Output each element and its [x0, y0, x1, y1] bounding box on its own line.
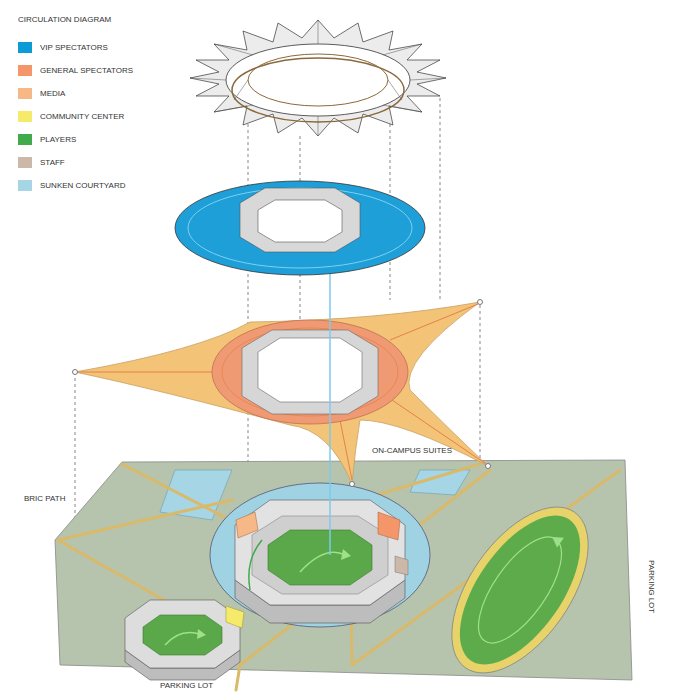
legend-swatch [18, 88, 32, 99]
roof-structure-part [190, 20, 446, 136]
vip-level-part [175, 181, 425, 275]
main-arena-part [395, 556, 408, 575]
roof-structure [190, 20, 446, 136]
legend-title: CIRCULATION DIAGRAM [18, 15, 111, 25]
vip-level-part [240, 188, 360, 252]
legend-swatch [18, 157, 32, 168]
roof-structure-part-part [318, 20, 319, 44]
roof-structure-part-part [383, 105, 422, 112]
roof-structure-part [226, 44, 410, 116]
canopy-level-part-part [78, 372, 212, 373]
roof-structure-part-part [410, 78, 446, 80]
canopy-level-part [258, 338, 362, 402]
legend-swatch [18, 42, 32, 53]
practice-arena-part [143, 615, 222, 655]
main-arena-part [378, 512, 400, 540]
canopy-level [73, 300, 491, 487]
main-arena-part [268, 530, 372, 585]
roof-structure-part-part [234, 80, 248, 100]
place-label: PARKING LOT [160, 681, 213, 691]
legend-swatch [18, 111, 32, 122]
running-track-part [463, 524, 577, 655]
legend-text: VIP SPECTATORS [40, 43, 108, 53]
canopy-level-part-part [390, 304, 478, 340]
place-label: PARKING LOT [646, 560, 656, 613]
running-track [425, 484, 616, 697]
legend-text: STAFF [40, 158, 65, 168]
practice-arena-part [125, 600, 240, 668]
vip-level-part [258, 200, 342, 242]
canopy-level-part [222, 328, 398, 416]
main-arena-part [252, 516, 388, 594]
roof-structure-part-part [214, 105, 253, 112]
place-label: ON-CAMPUS SUITES [372, 446, 452, 456]
main-arena-part [210, 483, 430, 627]
main-arena-part [341, 549, 351, 560]
practice-arena-part [165, 632, 200, 645]
roof-structure-part [248, 54, 388, 106]
roof-structure-part [190, 20, 446, 136]
canopy-level-part [73, 370, 78, 375]
campus-path-part [236, 665, 240, 690]
place-label: BRIC PATH [24, 494, 65, 504]
roof-structure-part-part [318, 116, 319, 136]
vip-level-part [329, 272, 331, 555]
campus-path-part [122, 464, 230, 520]
projection-line-part [440, 98, 441, 300]
canopy-level-part [78, 304, 486, 480]
main-arena [210, 483, 430, 627]
legend-text: MEDIA [40, 89, 65, 99]
running-track-part [436, 495, 603, 684]
practice-arena-part [197, 629, 206, 639]
main-arena-part [236, 512, 258, 538]
practice-arena-part [226, 606, 244, 628]
vip-level [175, 181, 425, 555]
legend-text: PLAYERS [40, 135, 76, 145]
canopy-level-part [212, 320, 408, 424]
canopy-level-part [486, 464, 491, 469]
roof-structure-part-part [214, 44, 253, 55]
legend-swatch [18, 65, 32, 76]
main-arena-part [235, 500, 405, 605]
running-track-part [549, 532, 564, 548]
legend-text: GENERAL SPECTATORS [40, 66, 133, 76]
campus-path [58, 464, 620, 690]
practice-arena [125, 600, 244, 680]
legend-swatch [18, 134, 32, 145]
canopy-level-part [478, 300, 483, 305]
canopy-level-part [350, 482, 355, 487]
running-track-part [425, 484, 616, 697]
legend-text: COMMUNITY CENTER [40, 112, 124, 122]
roof-structure-part-part [383, 44, 422, 55]
roof-structure-part [232, 58, 404, 122]
roof-structure-part-part [190, 78, 226, 80]
canopy-level-part [75, 302, 488, 484]
main-arena-part [300, 552, 345, 572]
canopy-level-part-part [340, 420, 352, 480]
canopy-level-part [242, 330, 378, 414]
roof-structure-part-part [388, 80, 402, 100]
projection-line-part [480, 305, 481, 465]
vip-level-part [188, 188, 412, 268]
legend-text: SUNKEN COURTYARD [40, 181, 126, 191]
main-arena-part [249, 540, 262, 590]
legend-swatch [18, 180, 32, 191]
ground-plane-part [160, 470, 232, 520]
